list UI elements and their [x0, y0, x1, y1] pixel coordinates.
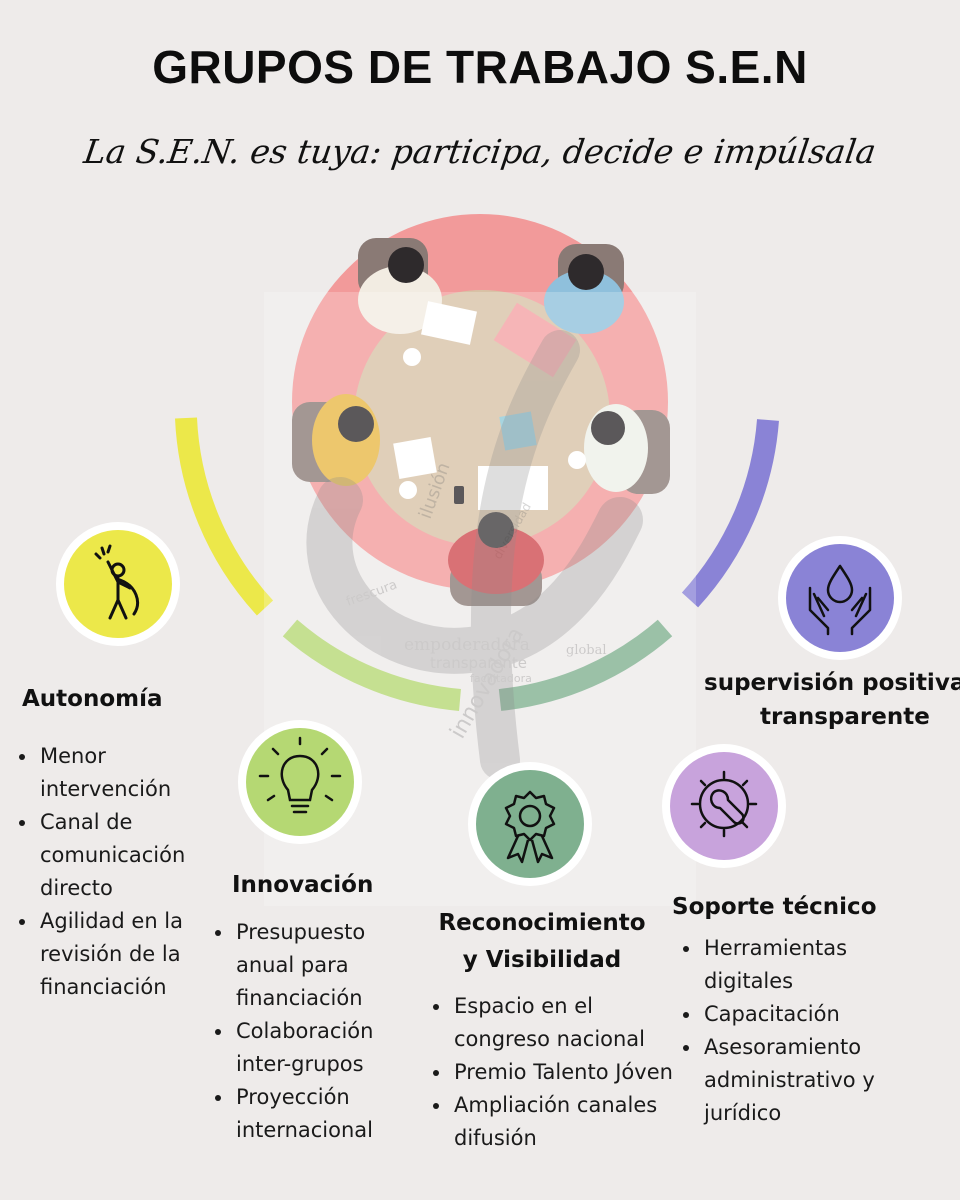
- svg-text:global: global: [566, 643, 607, 658]
- logo-watermark: empoderadora transparente frescura innov…: [306, 330, 643, 780]
- list-item: Asesoramiento administrativo y jurídico: [702, 1031, 922, 1130]
- arc-autonomia: [175, 417, 274, 616]
- reconocimiento-icon-badge: [468, 762, 592, 886]
- list-item: Capacitación: [702, 998, 922, 1031]
- list-item: Canal de comunicación directo: [38, 806, 218, 905]
- svg-text:transparente: transparente: [430, 654, 527, 672]
- autonomia-icon-badge: [56, 522, 180, 646]
- innovacion-heading: Innovación: [232, 872, 374, 898]
- arc-innovacion: [282, 619, 462, 711]
- soporte-list: Herramientas digitales Capacitación Ases…: [680, 932, 922, 1130]
- list-item: Presupuesto anual para financiación: [234, 916, 424, 1015]
- reconocimiento-list: Espacio en el congreso nacional Premio T…: [430, 990, 682, 1155]
- list-item: Herramientas digitales: [702, 932, 922, 998]
- gear-wrench-icon: [690, 770, 758, 838]
- award-ribbon-icon: [504, 790, 556, 864]
- reconocimiento-heading-line2: y Visibilidad: [462, 947, 622, 973]
- superhero-icon: [94, 544, 139, 620]
- list-item: Espacio en el congreso nacional: [452, 990, 682, 1056]
- supervision-heading-line2: transparente: [760, 704, 930, 730]
- innovacion-icon-badge: [238, 720, 362, 844]
- hands-drop-icon: [808, 564, 872, 636]
- list-item: Colaboración inter-grupos: [234, 1015, 424, 1081]
- supervision-heading: supervisión positiva y transparente: [704, 666, 960, 734]
- list-item: Agilidad en la revisión de la financiaci…: [38, 905, 218, 1004]
- reconocimiento-heading: Reconocimiento y Visibilidad: [430, 906, 654, 977]
- lightbulb-icon: [258, 736, 342, 814]
- autonomia-list: Menor intervención Canal de comunicación…: [16, 740, 218, 1004]
- innovacion-list: Presupuesto anual para financiación Cola…: [212, 916, 424, 1147]
- list-item: Premio Talento Jóven: [452, 1056, 682, 1089]
- list-item: Menor intervención: [38, 740, 218, 806]
- autonomia-heading: Autonomía: [22, 686, 163, 712]
- list-item: Ampliación canales difusión: [452, 1089, 682, 1155]
- arc-supervision: [681, 419, 779, 608]
- soporte-heading: Soporte técnico: [672, 894, 877, 920]
- soporte-icon-badge: [662, 744, 786, 868]
- reconocimiento-heading-line1: Reconocimiento: [438, 910, 646, 936]
- supervision-icon-badge: [778, 536, 902, 660]
- svg-text:facilitadora: facilitadora: [470, 672, 532, 685]
- supervision-heading-line1: supervisión positiva y: [704, 670, 960, 696]
- arc-reconocimiento: [498, 619, 673, 711]
- page-title: GRUPOS DE TRABAJO S.E.N: [152, 41, 808, 93]
- svg-text:empoderadora: empoderadora: [404, 635, 530, 655]
- list-item: Proyección internacional: [234, 1081, 424, 1147]
